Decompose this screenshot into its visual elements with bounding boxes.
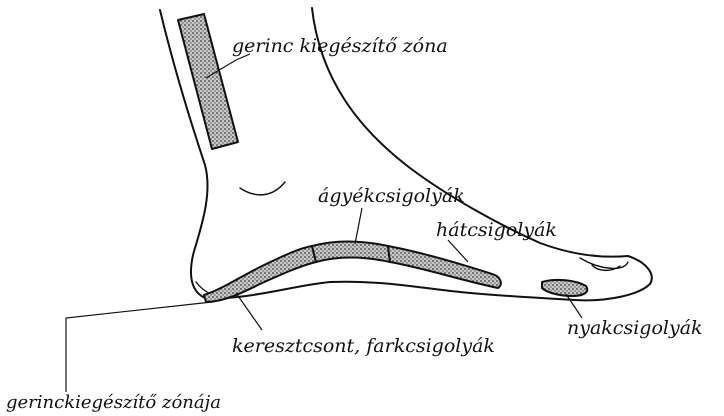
label-sacral-coccygeal: keresztcsont, farkcsigolyák: [232, 335, 495, 357]
lumbar-vertebrae-zone: [312, 242, 390, 263]
label-thoracic: hátcsigolyák: [436, 219, 557, 241]
leader-heel-zone: [66, 302, 212, 392]
label-spine-zone-heel: gerinckiegészítő zónája: [6, 392, 221, 413]
label-spine-zone: gerinc kiegészítő zóna: [232, 35, 448, 57]
spine-support-zone-leg: [178, 14, 238, 149]
cervical-vertebrae-zone: [542, 280, 587, 296]
labels: gerinc kiegészítő zóna ágyékcsigolyák há…: [6, 35, 703, 413]
leader-lumbar: [355, 208, 362, 244]
leader-cervical: [566, 294, 582, 318]
leader-sacral: [236, 293, 262, 330]
thoracic-vertebrae-zone: [388, 246, 501, 288]
leader-thoracic: [448, 240, 468, 262]
label-cervical: nyakcsigolyák: [567, 317, 703, 339]
ankle-bone: [240, 182, 285, 195]
label-lumbar: ágyékcsigolyák: [318, 185, 465, 207]
reflex-zones: [178, 14, 587, 302]
big-toe-line: [580, 258, 628, 268]
